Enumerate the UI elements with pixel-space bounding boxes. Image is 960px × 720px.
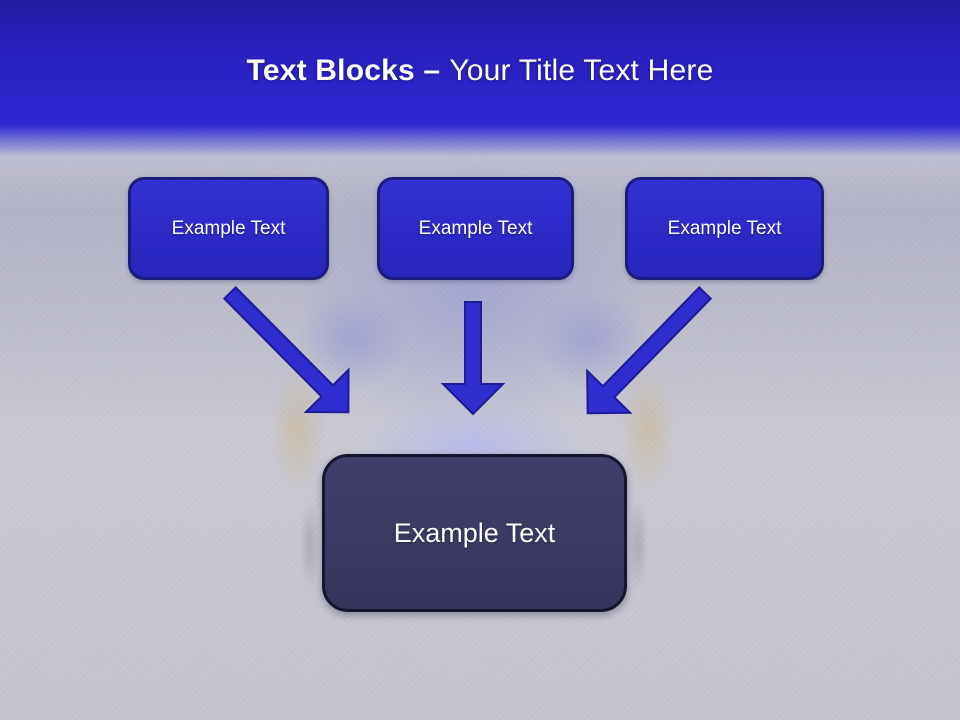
center-text-block-label: Example Text [393,517,556,548]
text-block-3-label: Example Text [667,217,782,239]
center-text-block: Example Text [322,454,627,612]
text-block-2: Example Text [377,177,574,280]
slide-title-bold: Text Blocks – [246,54,441,87]
title-bar [0,0,960,178]
text-block-1: Example Text [128,177,329,280]
text-block-1-label: Example Text [171,217,286,239]
text-block-2-label: Example Text [418,217,533,239]
slide-title: Text Blocks –Your Title Text Here [0,54,960,88]
text-block-3: Example Text [625,177,824,280]
slide-title-regular: Your Title Text Here [449,54,714,87]
